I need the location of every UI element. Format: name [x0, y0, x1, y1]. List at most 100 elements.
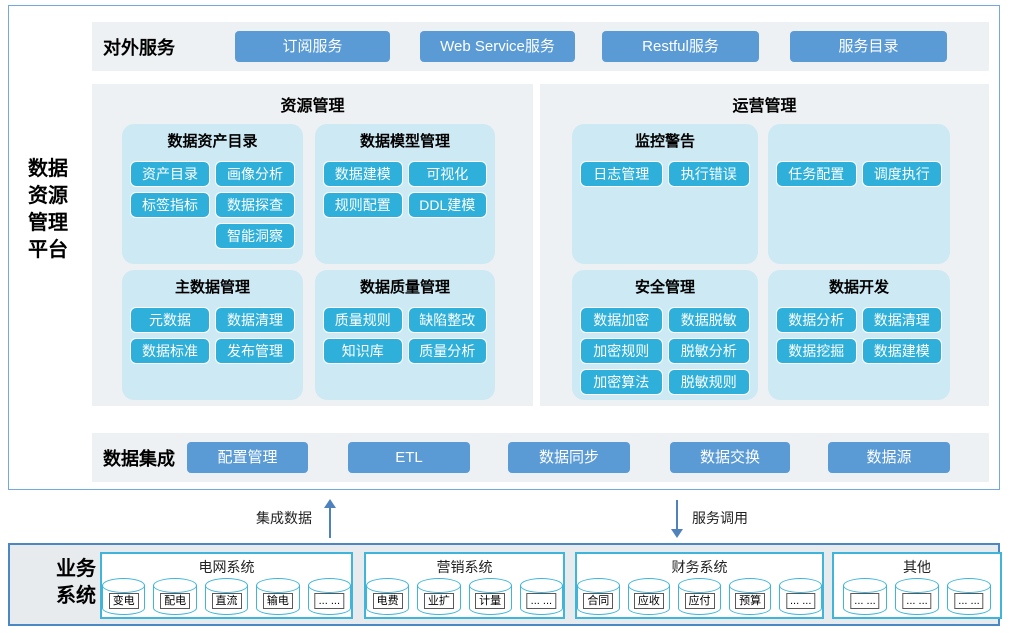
- db-label: 业扩: [423, 593, 454, 609]
- module-chip[interactable]: 智能洞察: [215, 223, 295, 249]
- integration-button[interactable]: 配置管理: [187, 442, 308, 473]
- module-chip[interactable]: 数据挖掘: [776, 338, 857, 364]
- module-card-data-model-mgmt: 数据模型管理 数据建模 可视化 规则配置 DDL建模: [315, 124, 495, 264]
- card-title: 数据开发: [828, 279, 889, 296]
- database-cylinder-icon: ... ...: [843, 578, 887, 616]
- module-chip[interactable]: 调度执行: [861, 161, 942, 187]
- business-systems-panel: 业务 系统 电网系统 变电 配电 直流 输电 ... ... 营销系统 电费 业…: [8, 543, 1002, 626]
- module-chip[interactable]: 数据脱敏: [667, 307, 750, 333]
- module-chip[interactable]: DDL建模: [407, 192, 487, 218]
- db-label: 输电: [262, 593, 293, 609]
- module-chip[interactable]: 可视化: [407, 161, 487, 187]
- service-button[interactable]: Web Service服务: [420, 31, 575, 62]
- module-chip[interactable]: 质量分析: [407, 338, 487, 364]
- module-card-data-development: 数据开发 数据分析 数据清理 数据挖掘 数据建模: [768, 270, 950, 400]
- chip-grid: 数据加密 数据脱敏 加密规则 脱敏分析 加密算法 脱敏规则: [572, 307, 758, 395]
- module-chip[interactable]: 数据清理: [215, 307, 295, 333]
- chip-grid: 日志管理 执行错误: [572, 161, 758, 187]
- module-chip[interactable]: 加密算法: [580, 369, 663, 395]
- flow-down-label: 服务调用: [692, 510, 748, 526]
- module-chip[interactable]: 知识库: [323, 338, 403, 364]
- module-chip[interactable]: 画像分析: [215, 161, 295, 187]
- module-chip[interactable]: 缺陷整改: [407, 307, 487, 333]
- database-cylinder-icon: ... ...: [519, 578, 564, 616]
- module-chip[interactable]: 日志管理: [580, 161, 663, 187]
- database-cylinder-icon: 变电: [101, 578, 146, 616]
- db-label: ... ...: [526, 593, 557, 609]
- module-card-data-quality-mgmt: 数据质量管理 质量规则 缺陷整改 知识库 质量分析: [315, 270, 495, 400]
- resource-mgmt-title: 资源管理: [280, 98, 345, 115]
- platform-title-line: 数据: [28, 158, 68, 180]
- module-chip[interactable]: 加密规则: [580, 338, 663, 364]
- module-chip[interactable]: 数据探查: [215, 192, 295, 218]
- card-title: 数据模型管理: [359, 133, 450, 150]
- system-box-others: 其他 ... ... ... ... ... ...: [832, 552, 1002, 619]
- card-title: [768, 131, 950, 153]
- database-cylinder-icon: ... ...: [895, 578, 939, 616]
- chip-grid: 任务配置 调度执行: [768, 161, 950, 187]
- integration-button[interactable]: ETL: [348, 442, 470, 473]
- module-chip[interactable]: 数据分析: [776, 307, 857, 333]
- chip-grid: 数据建模 可视化 规则配置 DDL建模: [315, 161, 495, 218]
- integration-button[interactable]: 数据源: [828, 442, 950, 473]
- database-cylinder-icon: 合同: [577, 578, 620, 616]
- database-cylinder-icon: 配电: [153, 578, 198, 616]
- data-integration-panel: 数据集成 配置管理 ETL 数据同步 数据交换 数据源: [92, 433, 989, 482]
- db-label: ... ...: [850, 593, 880, 609]
- database-cylinder-icon: ... ...: [947, 578, 991, 616]
- module-chip[interactable]: 元数据: [130, 307, 210, 333]
- module-chip[interactable]: 发布管理: [215, 338, 295, 364]
- module-chip[interactable]: 标签指标: [130, 192, 210, 218]
- cylinder-row: 电费 业扩 计量 ... ...: [366, 578, 564, 616]
- chip-grid: 质量规则 缺陷整改 知识库 质量分析: [315, 307, 495, 364]
- card-title: 数据资产目录: [167, 133, 258, 150]
- module-chip[interactable]: 脱敏规则: [667, 369, 750, 395]
- database-cylinder-icon: ... ...: [779, 578, 822, 616]
- operation-mgmt-panel: 运营管理 监控警告 日志管理 执行错误 任务配置 调度执行 安全管理 数据加密 …: [540, 84, 989, 406]
- external-services-label: 对外服务: [103, 37, 175, 58]
- db-label: 电费: [372, 593, 403, 609]
- card-title: 数据质量管理: [359, 279, 450, 296]
- module-chip[interactable]: 资产目录: [130, 161, 210, 187]
- module-chip[interactable]: 数据清理: [861, 307, 942, 333]
- system-title: 营销系统: [436, 559, 493, 575]
- module-chip[interactable]: 数据标准: [130, 338, 210, 364]
- module-chip[interactable]: 数据加密: [580, 307, 663, 333]
- service-button[interactable]: 订阅服务: [235, 31, 390, 62]
- db-label: ... ...: [902, 593, 932, 609]
- service-button[interactable]: Restful服务: [602, 31, 759, 62]
- system-title: 电网系统: [198, 559, 255, 575]
- database-cylinder-icon: 输电: [256, 578, 301, 616]
- chip-grid: 数据分析 数据清理 数据挖掘 数据建模: [768, 307, 950, 364]
- module-card-monitor-alert: 监控警告 日志管理 执行错误: [572, 124, 758, 264]
- card-title: 主数据管理: [174, 279, 250, 296]
- database-cylinder-icon: 预算: [728, 578, 772, 616]
- system-box-marketing: 营销系统 电费 业扩 计量 ... ...: [364, 552, 565, 619]
- system-box-power-grid: 电网系统 变电 配电 直流 输电 ... ...: [100, 552, 353, 619]
- system-box-finance: 财务系统 合同 应收 应付 预算 ... ...: [575, 552, 824, 619]
- module-chip[interactable]: 规则配置: [323, 192, 403, 218]
- business-title-line: 业务: [56, 558, 96, 580]
- db-label: 应收: [633, 593, 664, 609]
- module-chip[interactable]: 数据建模: [323, 161, 403, 187]
- cylinder-row: ... ... ... ... ... ...: [834, 578, 1000, 616]
- up-arrow-icon: [329, 507, 331, 538]
- integration-button[interactable]: 数据同步: [508, 442, 630, 473]
- down-arrow-icon: [676, 500, 678, 530]
- module-chip[interactable]: 任务配置: [776, 161, 857, 187]
- module-chip[interactable]: 脱敏分析: [667, 338, 750, 364]
- integration-button[interactable]: 数据交换: [670, 442, 790, 473]
- module-chip[interactable]: 质量规则: [323, 307, 403, 333]
- module-chip[interactable]: 数据建模: [861, 338, 942, 364]
- platform-title: 数据 资源 管理 平台: [28, 156, 80, 264]
- system-title: 其他: [903, 559, 931, 575]
- db-label: 合同: [583, 593, 614, 609]
- db-label: 变电: [108, 593, 139, 609]
- service-button[interactable]: 服务目录: [790, 31, 947, 62]
- chip-grid: 资产目录 画像分析 标签指标 数据探查 智能洞察: [122, 161, 303, 249]
- data-integration-label: 数据集成: [103, 448, 175, 469]
- cylinder-row: 合同 应收 应付 预算 ... ...: [577, 578, 822, 616]
- module-chip[interactable]: 执行错误: [667, 161, 750, 187]
- platform-title-line: 管理: [28, 212, 68, 234]
- db-label: 应付: [684, 593, 715, 609]
